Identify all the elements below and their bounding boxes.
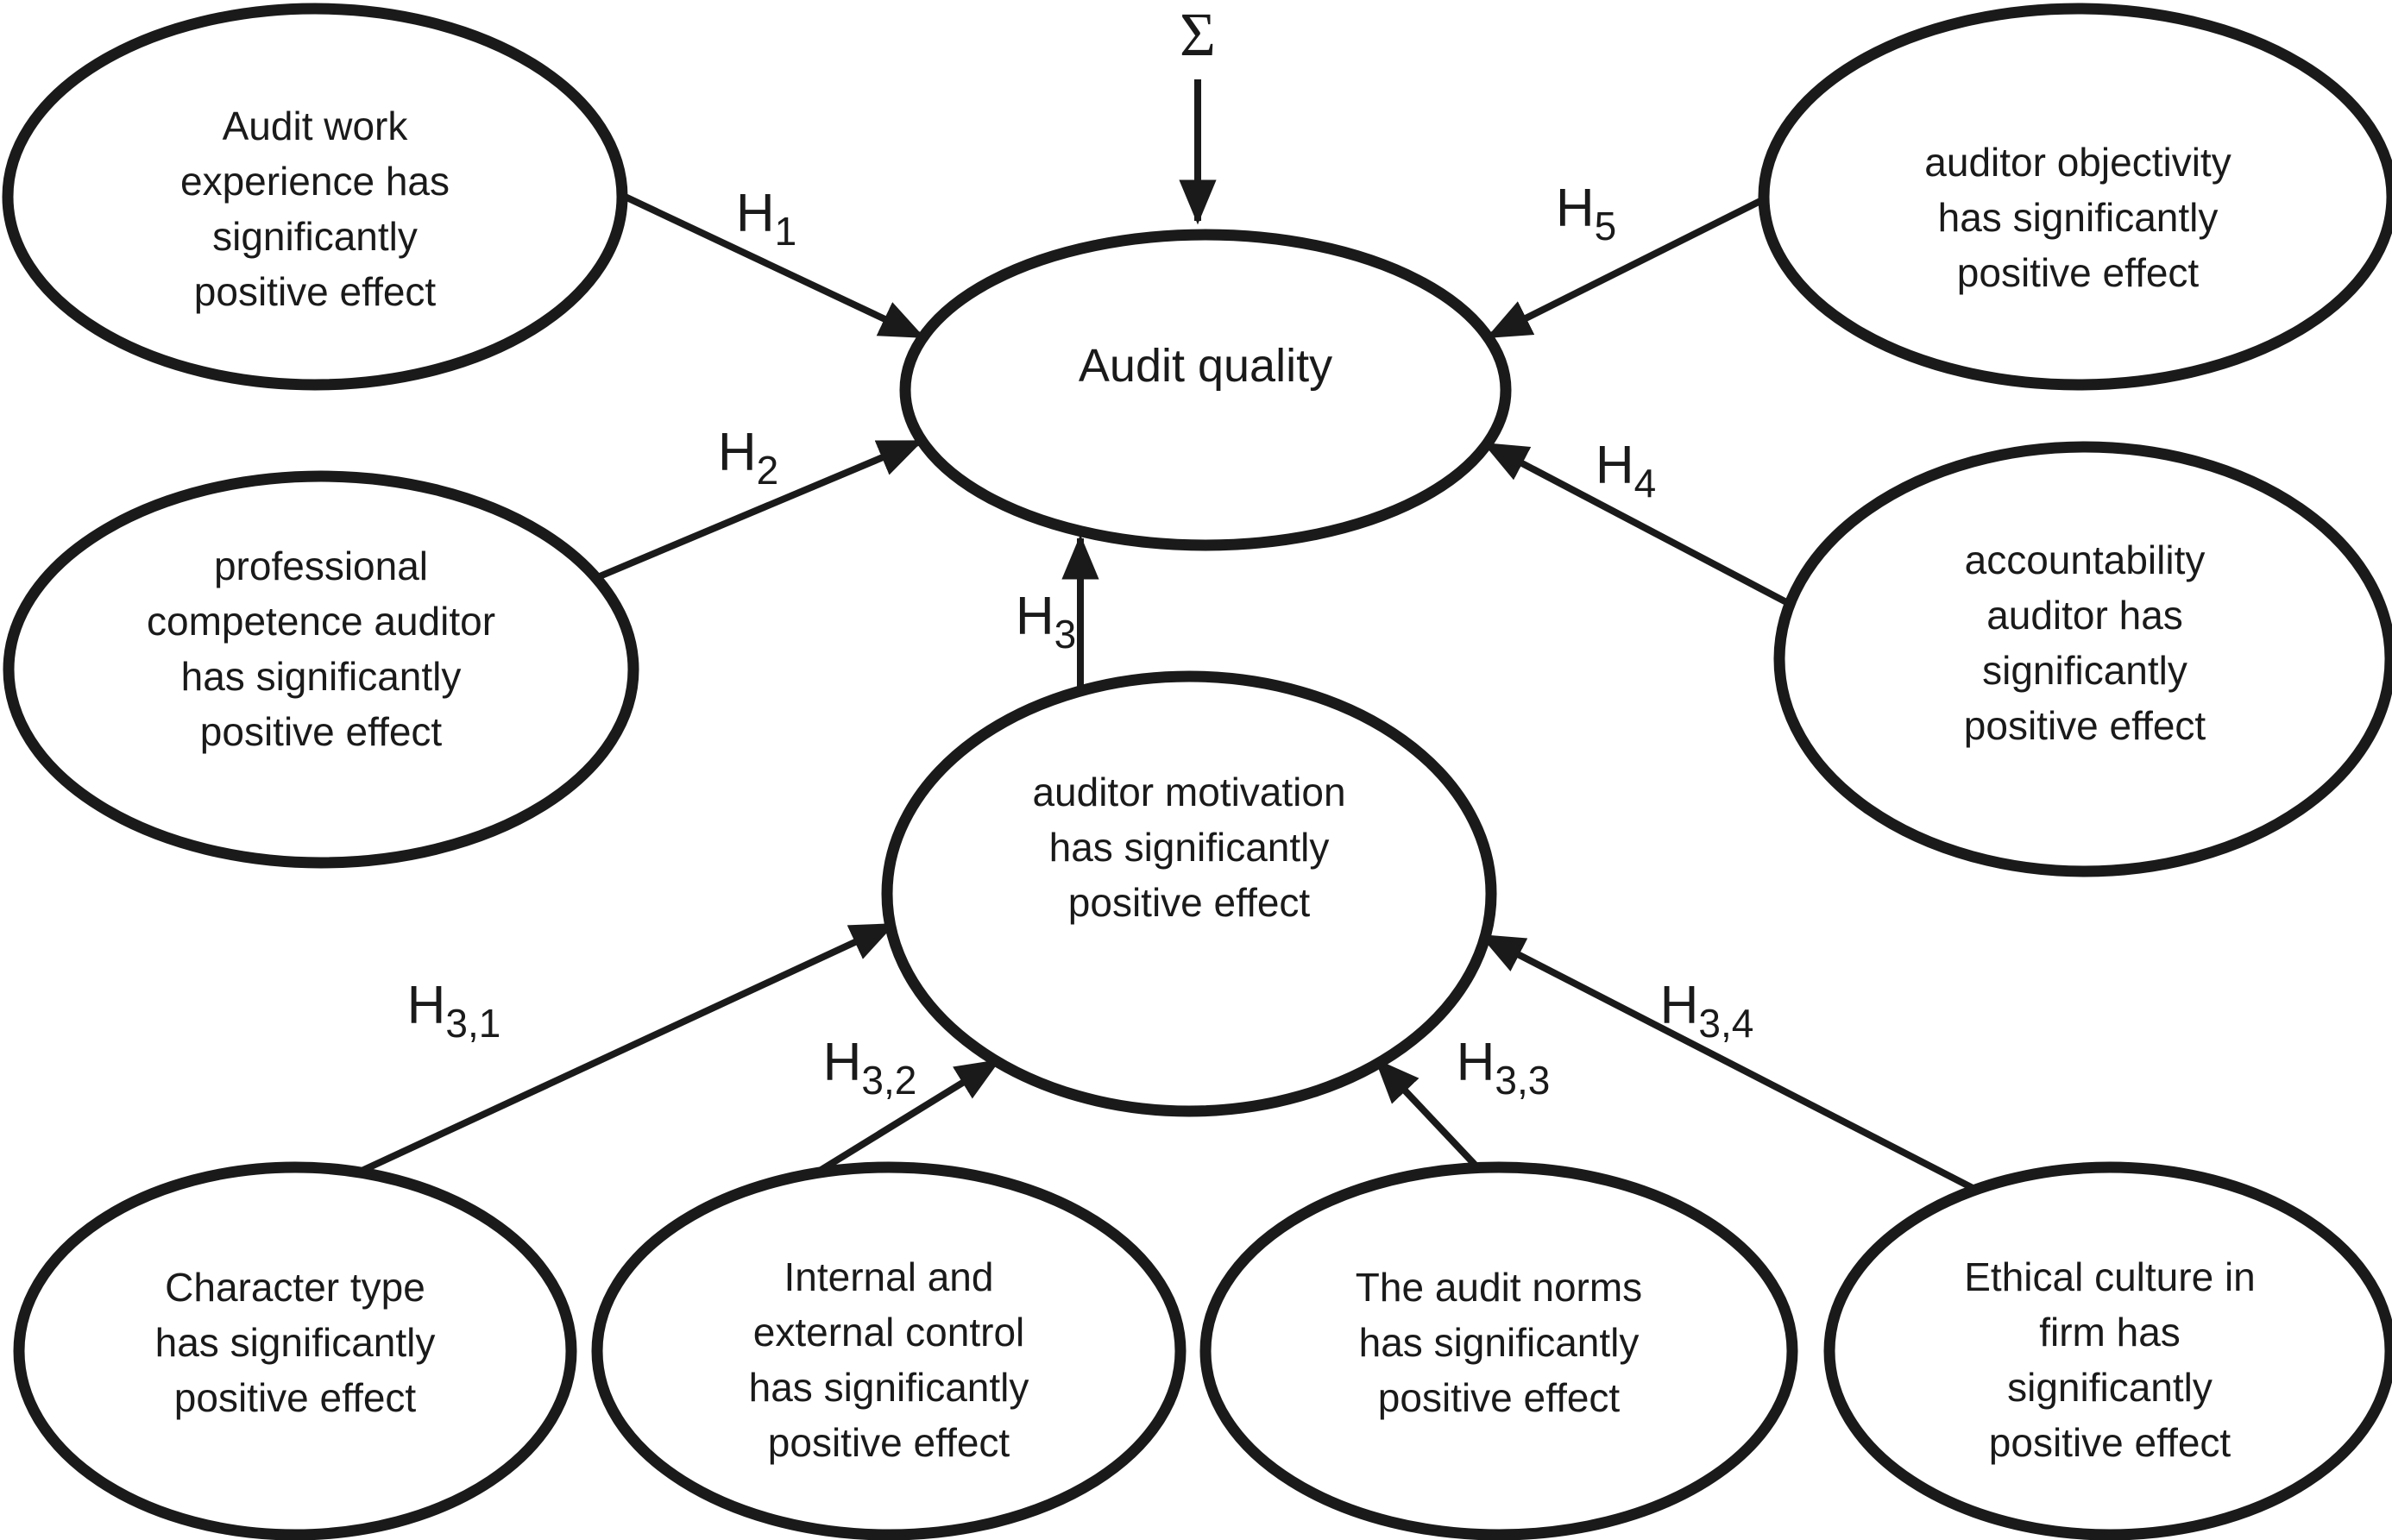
node-accountability-shape <box>1773 441 2392 877</box>
error-term-sigma-symbol: Σ <box>1180 0 1216 69</box>
node-audit-norms-shape <box>1199 1161 1798 1540</box>
node-audit-quality-shape <box>899 229 1512 551</box>
arrow-h34-ethics-to-motivation <box>1479 933 1978 1193</box>
arrow-h4-accountability-to-quality <box>1482 441 1791 607</box>
node-ethical-culture-shape <box>1823 1161 2392 1540</box>
arrow-h33-norms-to-motivation <box>1375 1058 1481 1171</box>
label-h33: H3,3 <box>1457 1033 1551 1103</box>
label-h1: H1 <box>736 184 796 254</box>
arrow-h31-character-to-motivation <box>356 921 896 1176</box>
arrow-h32-control-to-motivation <box>813 1058 1001 1177</box>
node-professional-competence-shape <box>3 470 639 869</box>
label-h2: H2 <box>718 423 778 493</box>
arrow-h1-experience-to-quality <box>618 191 925 340</box>
label-h31: H3,1 <box>407 976 501 1046</box>
node-audit-quality: Audit quality <box>899 229 1512 551</box>
node-auditor-objectivity-shape <box>1758 3 2392 391</box>
arrow-h5-objectivity-to-quality <box>1486 195 1767 340</box>
label-h4: H4 <box>1596 436 1656 506</box>
node-internal-external-control-shape <box>591 1161 1187 1540</box>
label-h5: H5 <box>1556 179 1616 248</box>
node-audit-quality-label: Audit quality <box>1079 340 1332 392</box>
label-h32: H3,2 <box>823 1033 917 1103</box>
label-h34: H3,4 <box>1660 976 1754 1046</box>
label-h3: H3 <box>1016 587 1076 657</box>
node-auditor-motivation-shape <box>881 670 1497 1117</box>
node-audit-work-experience-shape <box>2 3 628 391</box>
arrow-h2-competence-to-quality <box>598 438 923 580</box>
node-character-type-shape <box>13 1161 577 1540</box>
